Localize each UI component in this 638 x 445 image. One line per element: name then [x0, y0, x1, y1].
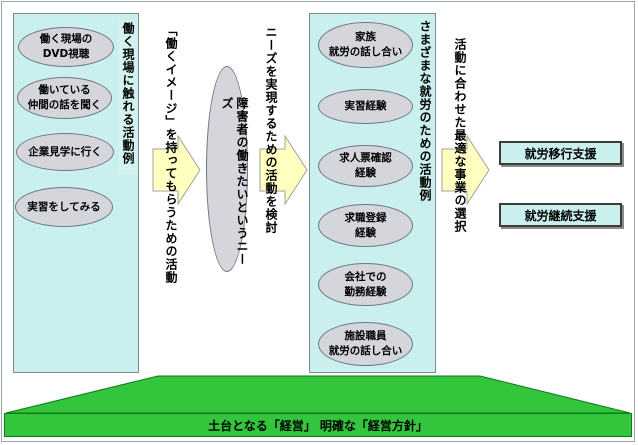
arrow-1 — [152, 135, 201, 205]
needs-oval — [206, 66, 248, 272]
arrow-2-label: ニーズを実現するための活動を検討 — [264, 26, 278, 234]
right-item-company-work: 会社での 勤務経験 — [318, 263, 413, 306]
right-panel-label: さまざまな就労のための活動例 — [418, 20, 432, 202]
right-activity-panel — [309, 13, 436, 373]
left-item-listen: 働いている 仲間の話を聞く — [17, 77, 112, 119]
needs-oval-label: 障害者の働きたいというニーズ — [220, 97, 249, 266]
left-item-dvd: 働く現場の DVD視聴 — [18, 27, 114, 67]
right-item-job-listing: 求人票確認 経験 — [318, 145, 413, 187]
left-panel-label: 働く現場に触れる活動例 — [118, 20, 137, 174]
right-item-practice: 実習経験 — [318, 89, 413, 124]
base-label: 土台となる「経営」 明確な「経営方針」 — [208, 418, 428, 433]
base-foundation-bar: 土台となる「経営」 明確な「経営方針」 — [4, 413, 632, 437]
right-item-staff-talk: 施設職員 就労の話し合い — [318, 322, 413, 366]
result-transition-support: 就労移行支援 — [499, 141, 622, 165]
result-continuation-support: 就労継続支援 — [499, 203, 622, 227]
arrow-3 — [441, 135, 490, 205]
right-item-registration: 求職登録 経験 — [318, 204, 413, 247]
arrow-1-label: 「働くイメージ」を持ってもらうための活動 — [164, 24, 178, 284]
arrow-3-label: 活動に合わせた最適な事業の選択 — [453, 38, 467, 233]
right-item-family: 家族 就労の話し合い — [318, 22, 413, 68]
left-item-practice: 実習をしてみる — [15, 187, 113, 227]
arrow-2 — [259, 135, 308, 205]
base-trapezoid — [5, 375, 631, 414]
left-item-visit: 企業見学に行く — [16, 133, 114, 171]
